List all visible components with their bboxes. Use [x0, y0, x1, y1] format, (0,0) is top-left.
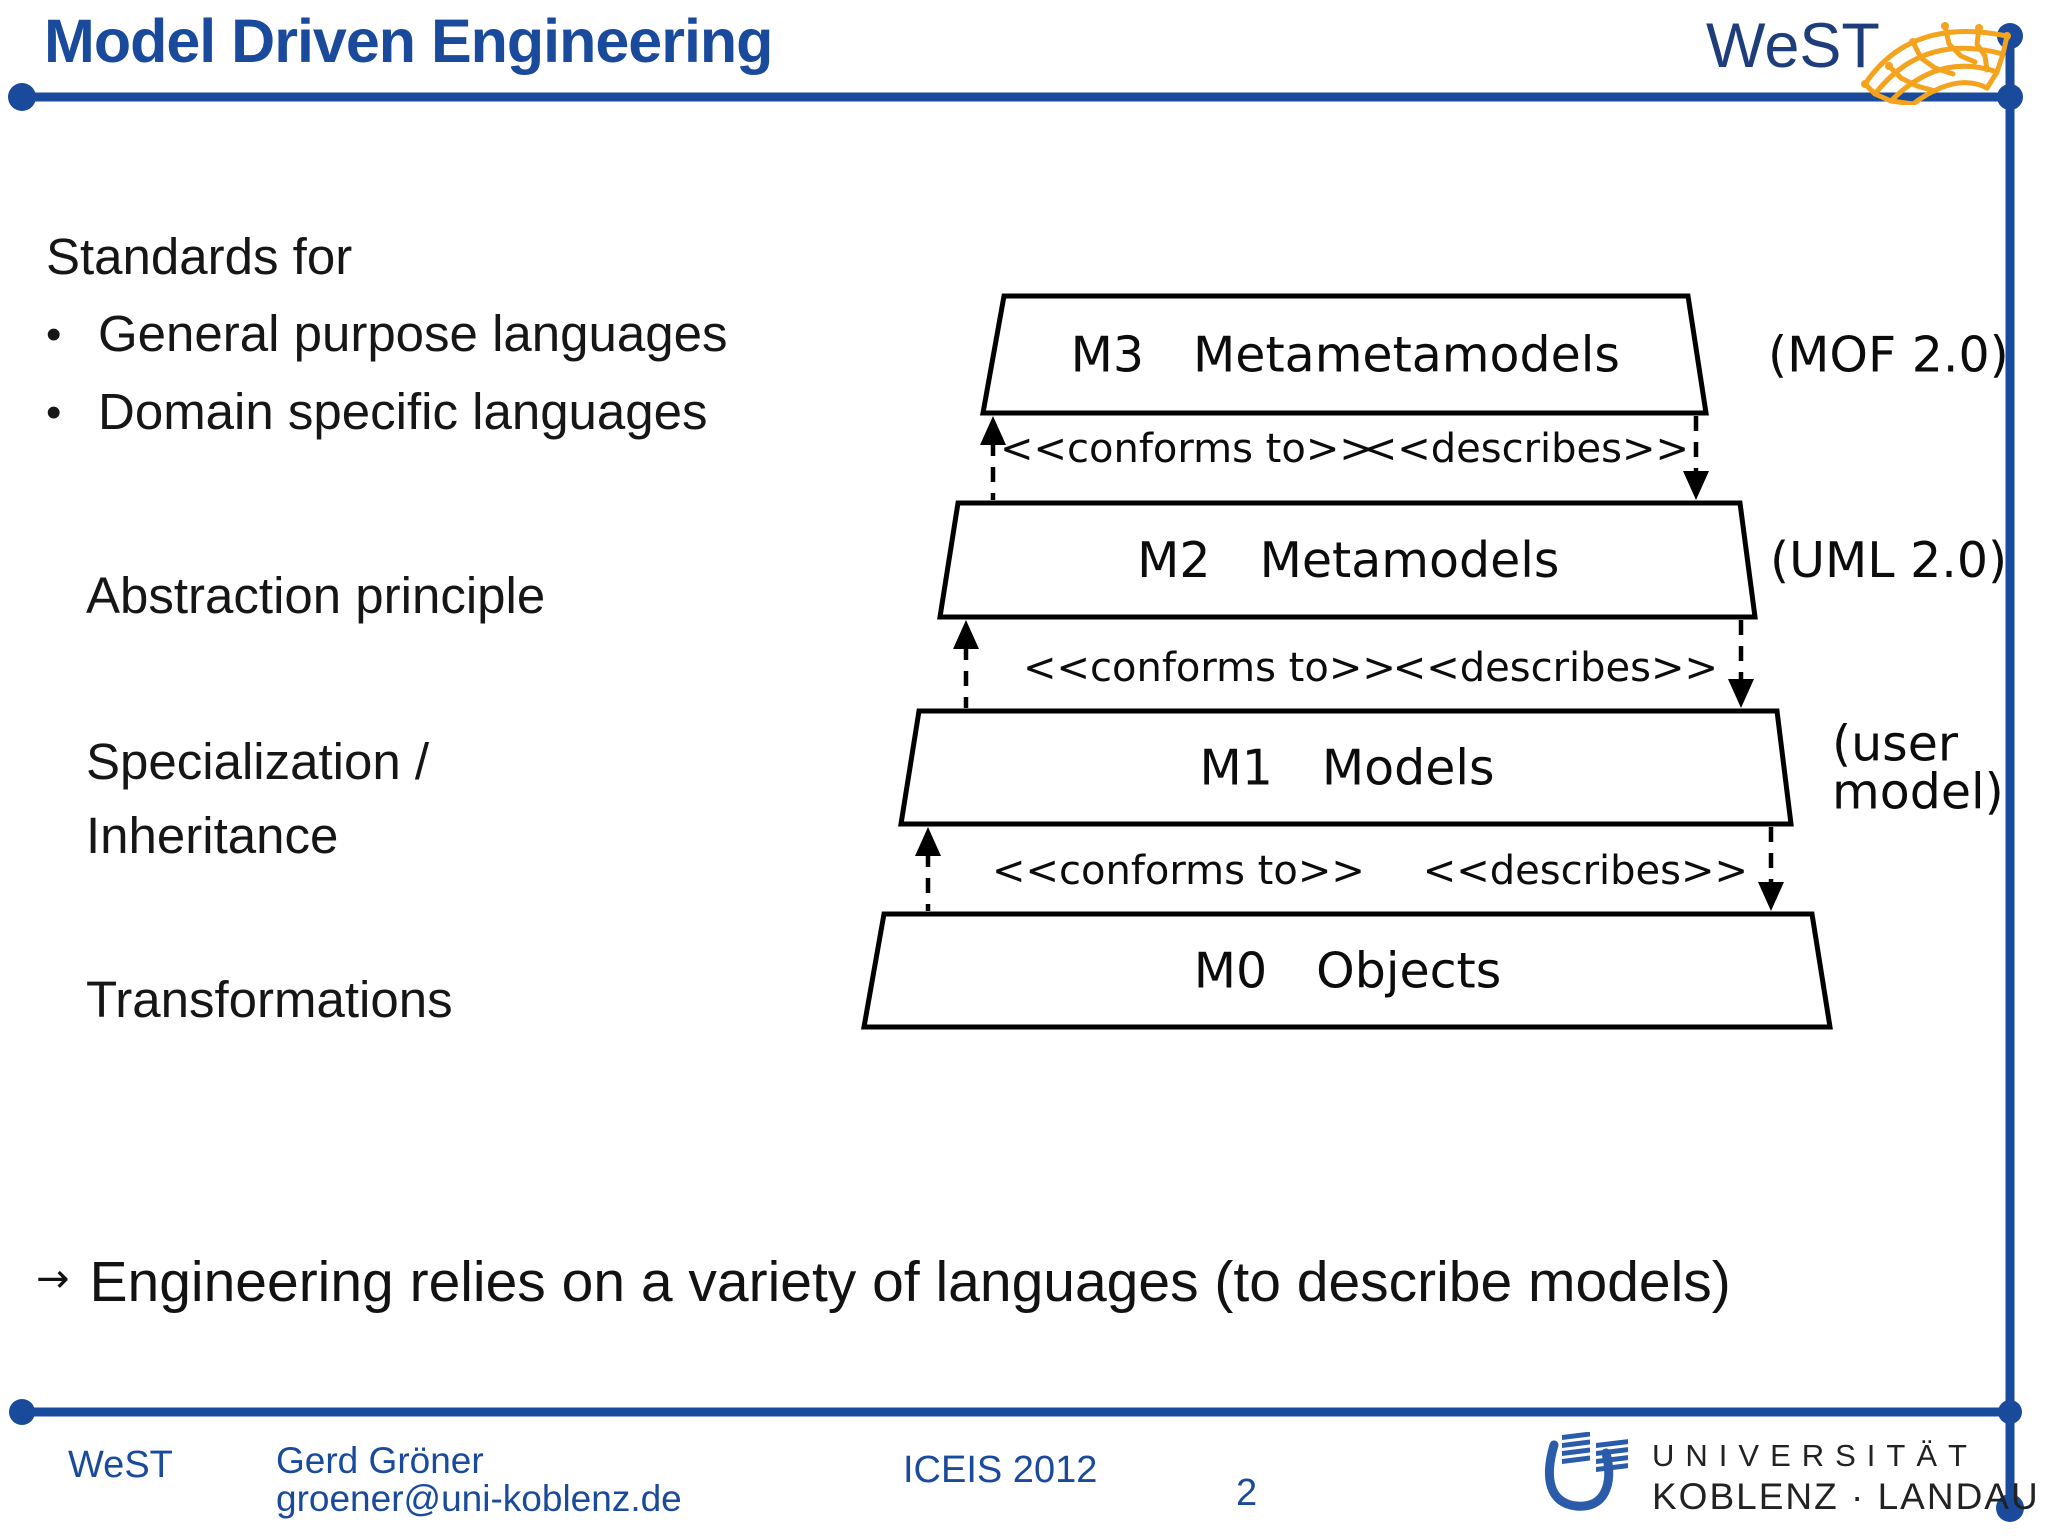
layer-label-m2: M2 Metamodels: [1137, 532, 1559, 589]
standards-heading: Standards for: [46, 228, 353, 285]
west-network-icon: [1861, 22, 2011, 105]
bullet-item: • General purpose languages: [46, 295, 727, 373]
bullet-item-label: General purpose languages: [98, 305, 728, 362]
university-emblem-icon: [1544, 1432, 1628, 1511]
footer: WeST Gerd Gröner groener@uni-koblenz.de …: [0, 1420, 2048, 1536]
university-wordmark: UNIVERSITÄT KOBLENZ · LANDAU: [1652, 1438, 2040, 1518]
page-title: Model Driven Engineering: [44, 7, 773, 75]
describes-label: <<describes>>: [1393, 645, 1718, 691]
layer-annotation-m3: (MOF 2.0): [1768, 327, 2009, 384]
conclusion-sentence: Engineering relies on a variety of langu…: [89, 1250, 1731, 1314]
up-arrowhead: [980, 416, 1006, 445]
conclusion-text: → Engineering relies on a variety of lang…: [28, 1238, 1788, 1332]
bullet-icon: •: [46, 388, 62, 437]
layer-label-m1: M1 Models: [1199, 740, 1494, 797]
principle-abstraction: Abstraction principle: [86, 567, 546, 624]
layer-label-m0: M0 Objects: [1194, 943, 1502, 1000]
describes-label: <<describes>>: [1364, 426, 1689, 472]
layer-box-m0: [861, 911, 1833, 1030]
conforms-to-label: <<conforms to>>: [1000, 426, 1373, 472]
principle-transformations: Transformations: [86, 971, 453, 1028]
university-name-line1: UNIVERSITÄT: [1652, 1438, 1978, 1473]
down-arrowhead: [1683, 471, 1709, 500]
footer-group-label: WeST: [68, 1444, 173, 1486]
down-arrowhead: [1758, 882, 1784, 911]
west-logo-text: WeST: [1706, 11, 1880, 81]
metamodel-layers-diagram: M3 Metametamodels (MOF 2.0) M2 Metamodels (…: [861, 293, 2009, 1030]
layer-annotation-m1: (user: [1832, 716, 1959, 773]
layer-annotation-m1: model): [1832, 764, 2004, 821]
west-logo: WeST: [1706, 8, 2026, 108]
footer-page-number: 2: [1236, 1472, 1258, 1514]
principle-inheritance: Inheritance: [86, 807, 339, 864]
principle-specialization: Specialization /: [86, 733, 430, 790]
dot-top-left: [8, 83, 36, 111]
down-arrowhead: [1728, 679, 1754, 708]
conforms-to-label: <<conforms to>>: [992, 848, 1365, 894]
up-arrowhead: [953, 620, 979, 649]
layer-label-m3: M3 Metametamodels: [1071, 327, 1620, 384]
conforms-to-label: <<conforms to>>: [1023, 645, 1396, 691]
right-arrow-icon: →: [36, 1256, 70, 1302]
bullet-item-label: Domain specific languages: [98, 383, 708, 440]
describes-label: <<describes>>: [1423, 848, 1748, 894]
layer-box-m1: [898, 708, 1794, 827]
footer-author-email: groener@uni-koblenz.de: [276, 1478, 682, 1519]
up-arrowhead: [915, 827, 941, 856]
layer-box-m2: [937, 500, 1758, 620]
university-name-line2: KOBLENZ · LANDAU: [1652, 1476, 2040, 1517]
layer-annotation-m2: (UML 2.0): [1770, 532, 2007, 589]
footer-conference: ICEIS 2012: [903, 1449, 1098, 1491]
standards-bullet-list: • General purpose languages • Domain speci…: [46, 295, 727, 451]
footer-author-block: Gerd Gröner groener@uni-koblenz.de: [276, 1442, 682, 1518]
bullet-item: • Domain specific languages: [46, 373, 727, 451]
bullet-icon: •: [46, 310, 62, 359]
footer-author-name: Gerd Gröner: [276, 1440, 484, 1481]
layer-box-m3: [980, 293, 1709, 416]
